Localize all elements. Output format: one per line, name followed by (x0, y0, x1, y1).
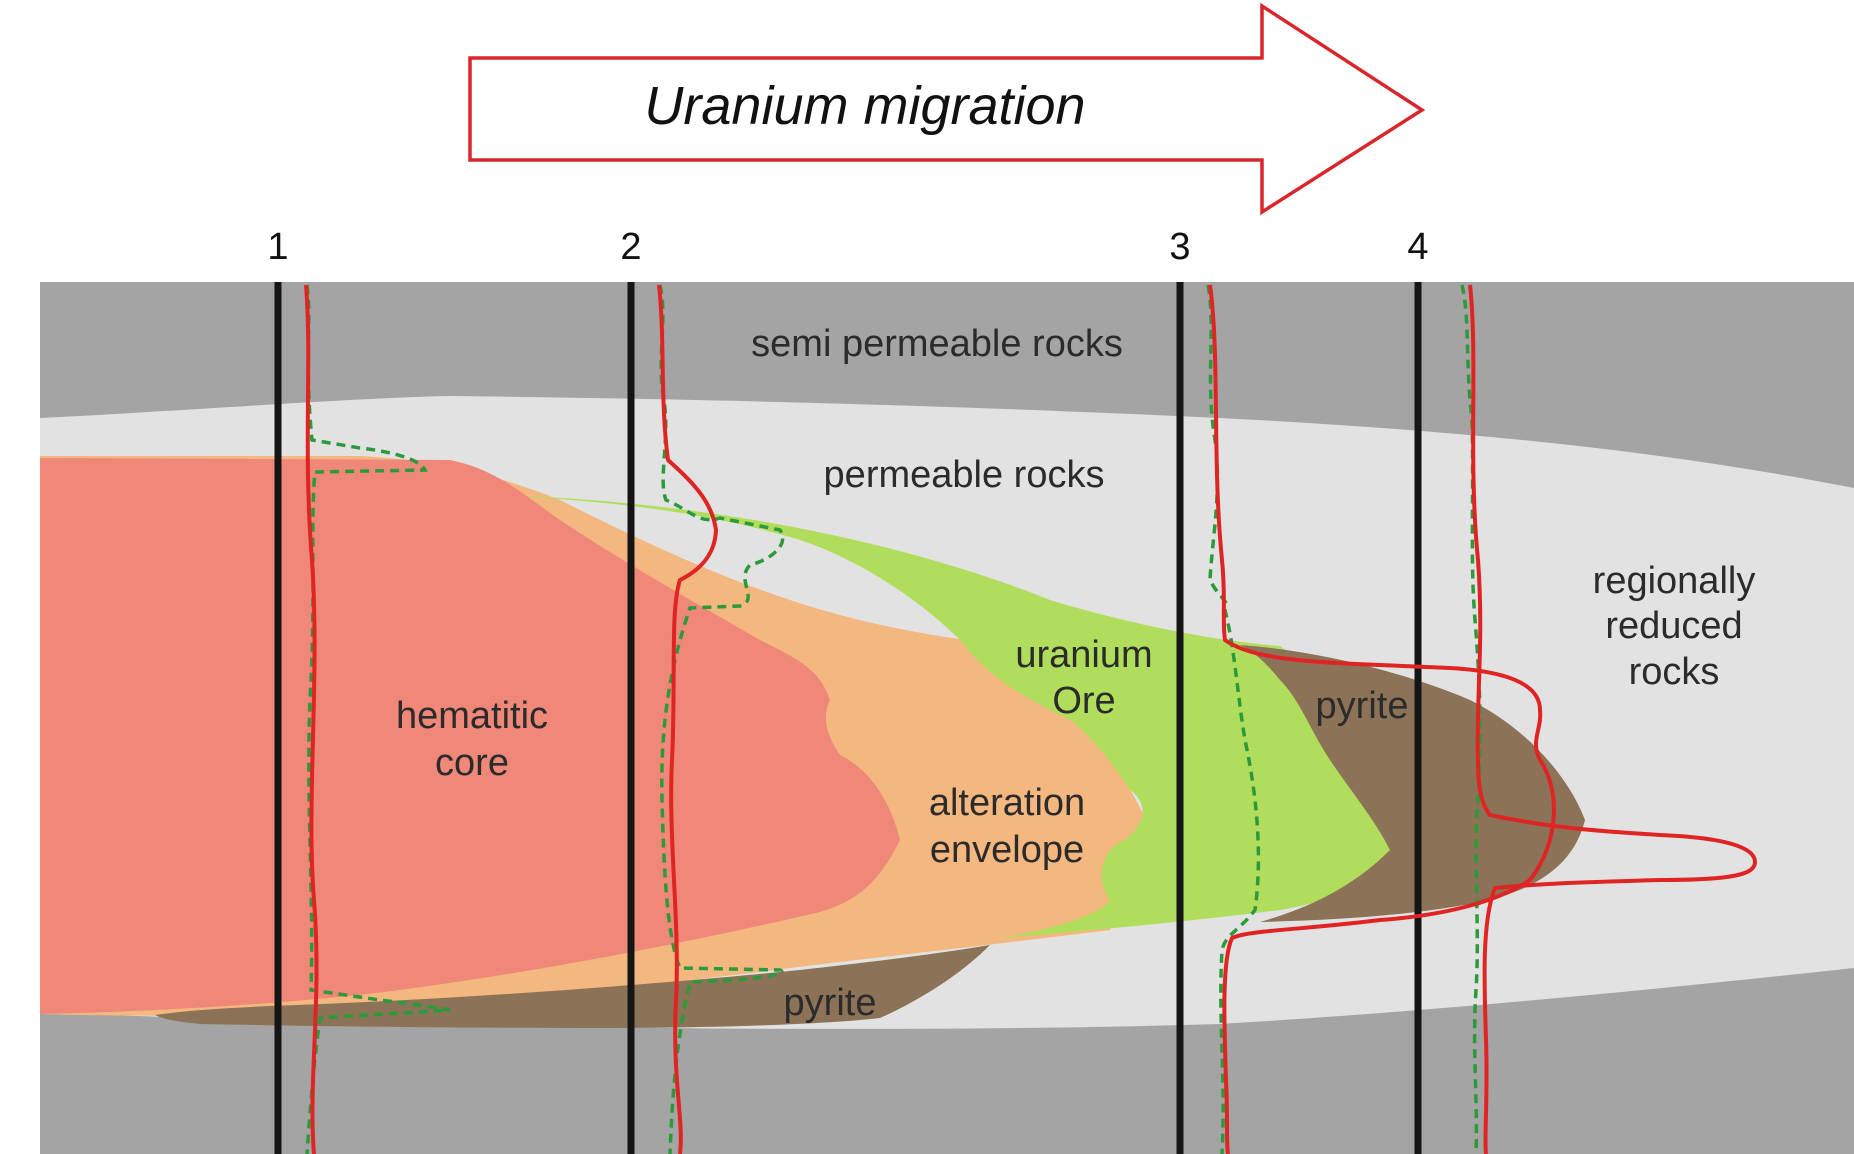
pyrite-front-zone (1240, 645, 1585, 922)
drillhole-number-2: 2 (620, 226, 641, 268)
drillhole-number-4: 4 (1407, 226, 1428, 268)
label-pyrite-front: pyrite (1316, 685, 1409, 727)
label-regionally-reduced-1: regionally (1593, 560, 1756, 602)
arrow-label: Uranium migration (644, 76, 1085, 136)
label-regionally-reduced-3: rocks (1629, 651, 1720, 693)
log-solid-hole-3 (1208, 284, 1556, 1154)
arrow-shape (468, 2, 1426, 216)
uranium-ore-zone (490, 495, 1420, 938)
uranium-migration-arrow: Uranium migration (468, 2, 1426, 216)
cross-section: semi permeable rocks permeable rocks reg… (40, 282, 1854, 1154)
log-solid-hole-1 (304, 284, 319, 1154)
label-semi-permeable-rocks: semi permeable rocks (751, 323, 1123, 365)
log-dashed-hole-1 (305, 284, 451, 1154)
label-alteration-envelope-2: envelope (930, 829, 1084, 871)
label-hematitic-core-1: hematitic (396, 695, 548, 737)
solid-logs (304, 284, 1758, 1154)
log-solid-hole-2 (657, 284, 719, 1154)
label-uranium-ore-1: uranium (1015, 634, 1152, 676)
label-regionally-reduced-2: reduced (1605, 605, 1742, 647)
drillhole-number-1: 1 (267, 226, 288, 268)
hematitic-core-zone (40, 458, 900, 1014)
label-hematitic-core-2: core (435, 742, 509, 784)
log-dashed-hole-2 (658, 284, 785, 1154)
log-solid-hole-4 (1468, 284, 1758, 1154)
pyrite-bottom-zone (155, 945, 990, 1028)
label-alteration-envelope-1: alteration (929, 782, 1085, 824)
label-uranium-ore-2: Ore (1052, 680, 1115, 722)
label-pyrite-bottom: pyrite (784, 982, 877, 1024)
label-permeable-rocks: permeable rocks (824, 454, 1105, 496)
drillhole-number-3: 3 (1169, 226, 1190, 268)
